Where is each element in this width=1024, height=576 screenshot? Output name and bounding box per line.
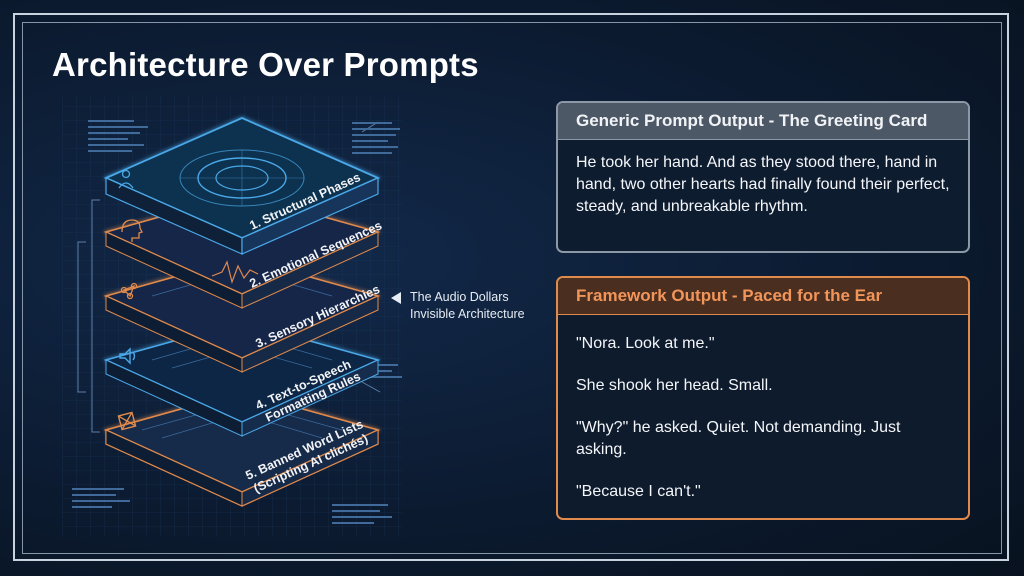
framework-panel-body: "Nora. Look at me." She shook her head. …: [558, 315, 968, 513]
annotation-blocks: [72, 120, 402, 524]
framework-output-panel: Framework Output - Paced for the Ear "No…: [556, 276, 970, 520]
generic-output-panel: Generic Prompt Output - The Greeting Car…: [556, 101, 970, 253]
framework-line: "Because I can't.": [576, 483, 701, 500]
outer-frame: [13, 13, 1009, 561]
dimension-lines: [77, 121, 381, 433]
layer-5: 5. Banned Word Lists (Scripting AI clich…: [103, 391, 381, 507]
framework-line: "Nora. Look at me.": [576, 335, 715, 352]
layer-1: 1. Structural Phases: [103, 117, 381, 255]
head-profile-icon: [121, 219, 143, 242]
radar-rings: [179, 149, 305, 207]
layer-stack-diagram: 5. Banned Word Lists (Scripting AI clich…: [62, 96, 402, 536]
waveform-icon: [211, 260, 259, 285]
page-title: Architecture Over Prompts: [52, 46, 479, 83]
side-annotation-line1: The Audio Dollars: [410, 290, 509, 304]
crossed-out-icon: [117, 411, 137, 431]
framework-line: "Why?" he asked. Quiet. Not demanding. J…: [576, 419, 901, 458]
inner-frame: [22, 22, 1002, 554]
arrow-left-icon: [391, 292, 401, 304]
generic-panel-title: Generic Prompt Output - The Greeting Car…: [558, 103, 968, 140]
speaker-icon: [119, 347, 136, 365]
framework-line: She shook her head. Small.: [576, 377, 773, 394]
side-annotation-line2: Invisible Architecture: [410, 307, 525, 321]
nodes-icon: [120, 282, 138, 300]
person-icon: [118, 169, 134, 189]
framework-panel-title: Framework Output - Paced for the Ear: [558, 278, 968, 315]
generic-panel-text: He took her hand. And as they stood ther…: [576, 154, 950, 215]
side-annotation: The Audio Dollars Invisible Architecture: [410, 289, 550, 323]
generic-panel-body: He took her hand. And as they stood ther…: [558, 140, 968, 228]
